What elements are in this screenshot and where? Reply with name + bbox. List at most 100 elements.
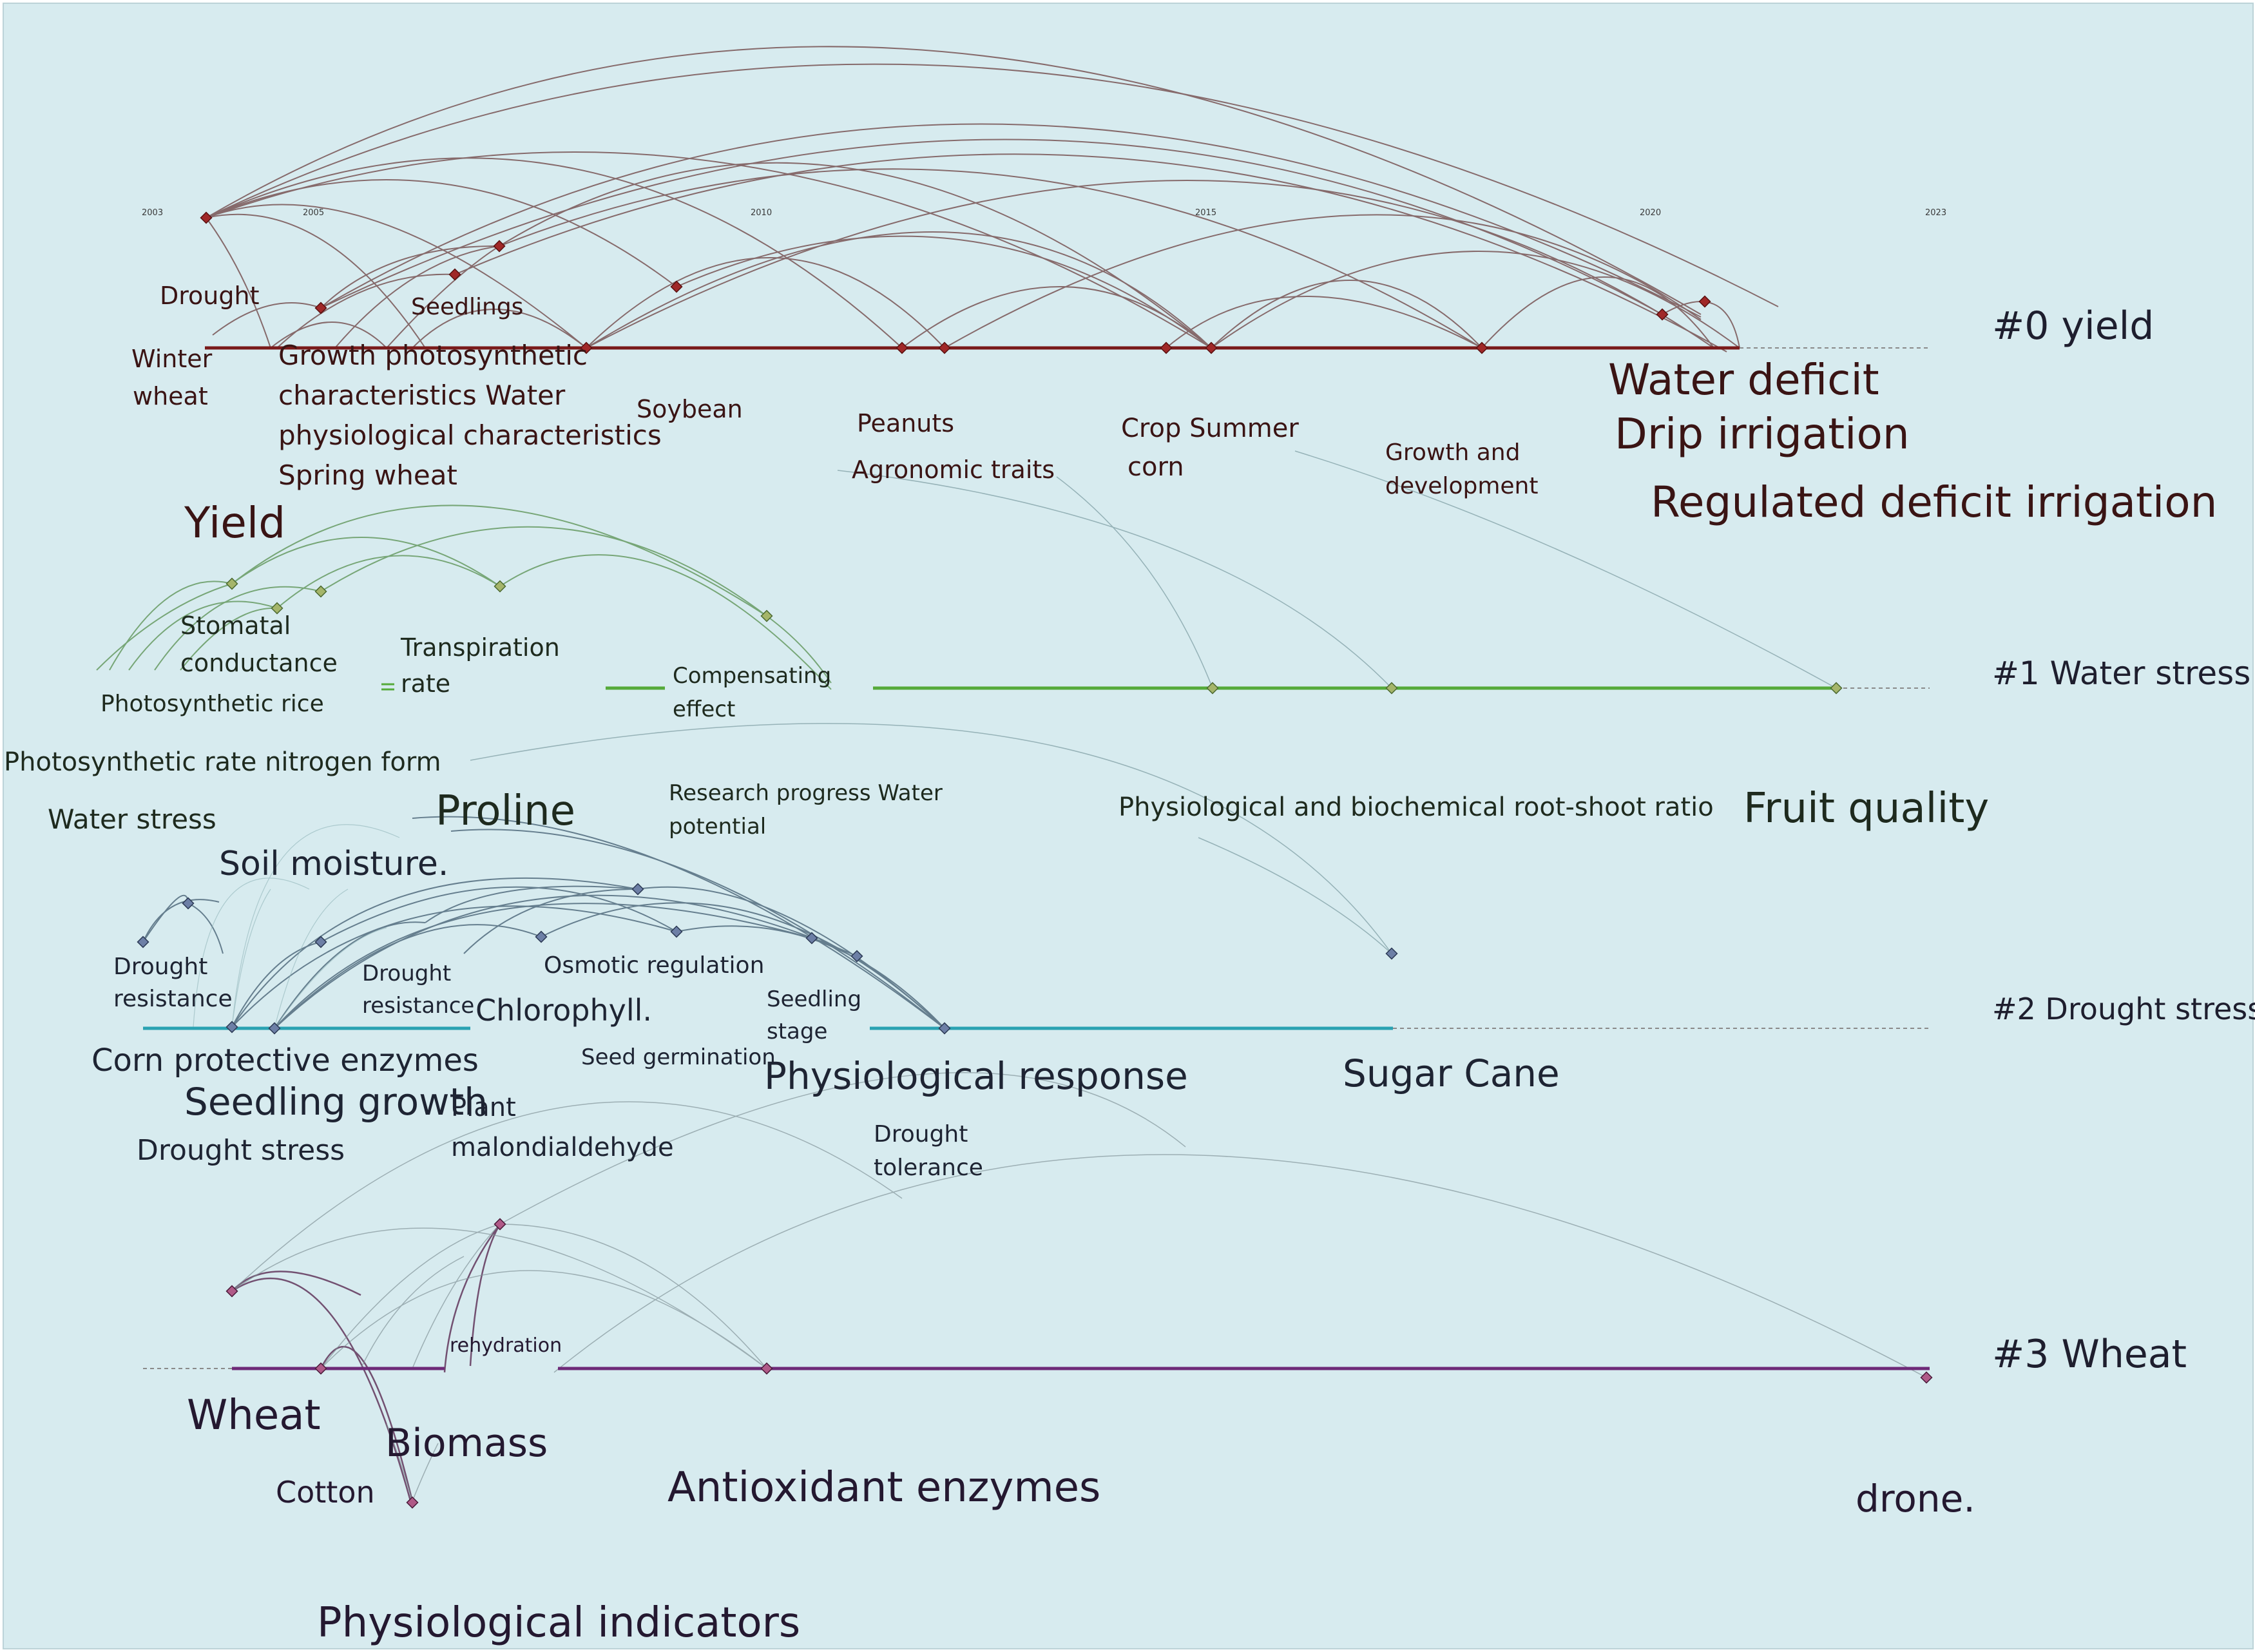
- keyword-label: rehydration: [450, 1334, 562, 1357]
- keyword-label: Growth and: [1385, 439, 1520, 466]
- keyword-label: Drought: [874, 1121, 968, 1148]
- keyword-label: Wheat: [187, 1392, 321, 1439]
- keyword-node[interactable]: [1385, 682, 1398, 695]
- citation-arc: [206, 213, 426, 349]
- citation-arc: [901, 286, 1212, 349]
- citation-arc: [676, 235, 1212, 349]
- keyword-label: characteristics Water: [278, 379, 566, 411]
- keyword-node[interactable]: [1205, 341, 1218, 354]
- citation-arc: [274, 894, 858, 1029]
- keyword-label: Water deficit: [1608, 355, 1879, 405]
- citation-arc: [676, 925, 945, 1029]
- citation-arc: [206, 217, 271, 349]
- keyword-node[interactable]: [494, 1218, 506, 1231]
- citation-arc: [180, 607, 278, 671]
- keyword-label: Soybean: [637, 395, 743, 423]
- keyword-label: Research progress Water: [669, 780, 943, 806]
- citation-arc: [586, 180, 1714, 349]
- citation-arc: [386, 245, 500, 349]
- keyword-label: Seedling: [767, 986, 861, 1012]
- year-label: 2005: [303, 208, 324, 218]
- keyword-label: drone.: [1856, 1477, 1975, 1521]
- cluster-2-faint-links: [193, 824, 400, 1029]
- keyword-label: effect: [673, 696, 735, 722]
- citation-arc: [586, 231, 1212, 349]
- citation-arc: [1662, 301, 1740, 349]
- keyword-node[interactable]: [494, 580, 506, 593]
- keyword-node[interactable]: [670, 925, 683, 938]
- citation-arc: [274, 927, 387, 1029]
- keyword-node[interactable]: [448, 268, 461, 281]
- keyword-node[interactable]: [938, 341, 951, 354]
- keyword-node[interactable]: [406, 1496, 419, 1509]
- citation-arc: [1198, 837, 1392, 954]
- year-label: 2015: [1195, 208, 1216, 218]
- keyword-node[interactable]: [268, 1022, 281, 1035]
- keyword-node[interactable]: [314, 1362, 327, 1375]
- keyword-node[interactable]: [137, 936, 149, 948]
- citation-arc: [499, 162, 1212, 349]
- keyword-node[interactable]: [1920, 1371, 1933, 1384]
- citation-arc: [1211, 251, 1740, 349]
- citation-arc: [154, 586, 321, 671]
- citation-arc: [109, 581, 233, 671]
- keyword-node[interactable]: [1830, 682, 1843, 695]
- keyword-label: Drought: [362, 961, 451, 986]
- keyword-node[interactable]: [225, 1285, 238, 1298]
- keyword-node[interactable]: [850, 950, 863, 963]
- keyword-label: Yield: [184, 498, 285, 548]
- keyword-node[interactable]: [314, 585, 327, 598]
- keyword-node[interactable]: [1206, 682, 1219, 695]
- keyword-node[interactable]: [182, 897, 195, 910]
- year-label: 2023: [1925, 208, 1946, 218]
- keyword-node[interactable]: [805, 932, 818, 945]
- citation-arc: [206, 63, 1779, 307]
- keyword-label: physiological characteristics: [278, 419, 662, 451]
- cluster-0-nodes: [200, 211, 1711, 354]
- year-label: 2010: [751, 208, 772, 218]
- keyword-node[interactable]: [1160, 341, 1173, 354]
- keyword-node[interactable]: [1656, 308, 1669, 321]
- citation-arc: [231, 537, 501, 587]
- keyword-node[interactable]: [225, 577, 238, 590]
- keyword-node[interactable]: [760, 1362, 773, 1375]
- citation-arc: [231, 1277, 414, 1508]
- citation-arc: [463, 888, 638, 954]
- cluster-2-arcs: [142, 816, 945, 1029]
- keyword-label: Crop Summer: [1121, 414, 1299, 443]
- citation-arc: [96, 583, 233, 671]
- year-label: 2003: [142, 208, 163, 218]
- keyword-label: Osmotic regulation: [544, 952, 764, 979]
- citation-arc: [412, 1443, 439, 1502]
- citation-arc: [274, 903, 812, 1029]
- keyword-node[interactable]: [670, 280, 683, 293]
- keyword-label: Seedlings: [411, 294, 523, 320]
- citation-arc: [212, 302, 321, 336]
- keyword-node[interactable]: [896, 341, 908, 354]
- keyword-label: stage: [767, 1019, 827, 1044]
- keyword-node[interactable]: [535, 930, 548, 943]
- keyword-node[interactable]: [314, 302, 327, 314]
- citation-arc: [274, 921, 426, 1029]
- keyword-label: Spring wheat: [278, 459, 457, 491]
- keyword-node[interactable]: [631, 883, 644, 896]
- citation-arc: [499, 1224, 767, 1369]
- citation-arc: [206, 204, 587, 349]
- keyword-node[interactable]: [225, 1021, 238, 1033]
- keyword-node[interactable]: [938, 1022, 951, 1035]
- keyword-node[interactable]: [1698, 295, 1711, 308]
- keyword-node[interactable]: [760, 610, 773, 622]
- keyword-node[interactable]: [1475, 341, 1488, 354]
- cluster-label-1: #1 Water stress: [1992, 655, 2250, 692]
- keyword-label: Physiological and biochemical root-shoot…: [1118, 792, 1714, 822]
- keyword-label: corn: [1128, 452, 1184, 482]
- keyword-node[interactable]: [1385, 947, 1398, 960]
- keyword-node[interactable]: [314, 936, 327, 948]
- keyword-node[interactable]: [271, 602, 283, 615]
- keyword-node[interactable]: [493, 240, 506, 253]
- keyword-node[interactable]: [200, 211, 213, 224]
- citation-arc: [499, 168, 1483, 349]
- citation-arc: [443, 1224, 501, 1373]
- cluster-1-timeline: [381, 683, 1930, 691]
- keyword-node[interactable]: [580, 341, 593, 354]
